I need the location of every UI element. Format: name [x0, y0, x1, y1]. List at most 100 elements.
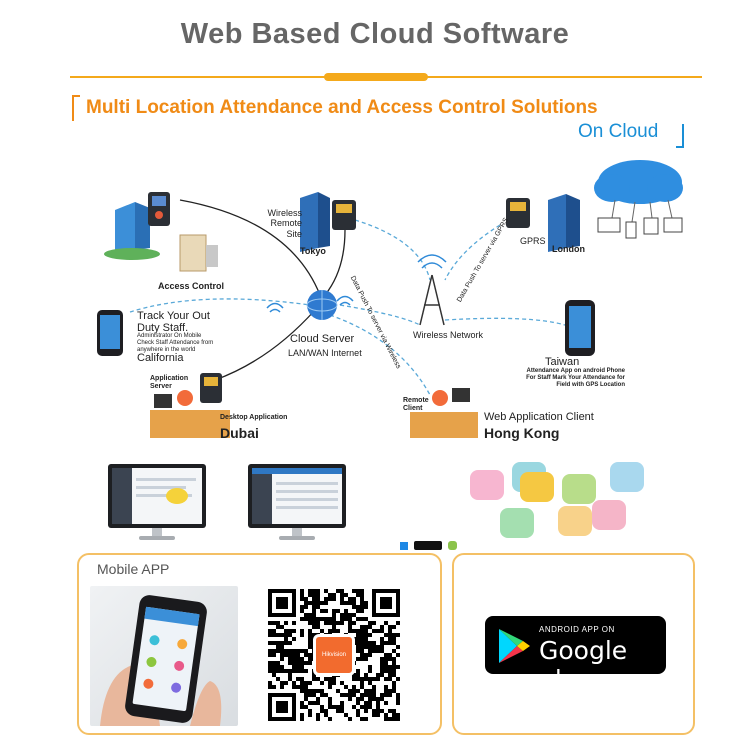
qr-module [304, 653, 308, 657]
qr-module [380, 665, 384, 669]
qr-module [368, 641, 372, 645]
qr-module [308, 657, 312, 661]
qr-module [308, 621, 312, 625]
qr-module [356, 593, 360, 597]
qr-module [268, 621, 272, 625]
qr-module [388, 709, 392, 713]
qr-module [300, 681, 304, 685]
qr-module [364, 701, 368, 705]
dubai-desk-icon [150, 373, 230, 438]
qr-module [292, 637, 296, 641]
google-play-logo-icon [499, 629, 530, 663]
qr-module [384, 701, 388, 705]
qr-module [352, 597, 356, 601]
qr-module [300, 701, 304, 705]
qr-module [356, 645, 360, 649]
wifi-signal-icon [266, 295, 354, 313]
qr-module [396, 621, 400, 625]
qr-module [368, 649, 372, 653]
qr-module [332, 621, 336, 625]
qr-module [304, 705, 308, 709]
door-icon [179, 234, 218, 272]
google-play-badge[interactable]: ANDROID APP ON Google play [485, 616, 666, 694]
qr-module [312, 589, 316, 593]
qr-module [372, 689, 376, 693]
qr-module [332, 677, 336, 681]
qr-module [384, 657, 388, 661]
qr-module [304, 681, 308, 685]
qr-module [364, 693, 368, 697]
qr-code[interactable]: Hikvision [268, 589, 400, 721]
qr-module [396, 653, 400, 657]
qr-module [368, 697, 372, 701]
qr-module [292, 657, 296, 661]
qr-module [344, 693, 348, 697]
hongkong-desk-icon [410, 388, 478, 438]
qr-module [356, 657, 360, 661]
qr-module [352, 673, 356, 677]
qr-module [344, 713, 348, 717]
qr-module [368, 633, 372, 637]
qr-module [320, 681, 324, 685]
qr-module [316, 689, 320, 693]
qr-module [296, 665, 300, 669]
link-cloud-to-wireless [339, 304, 421, 326]
qr-module [340, 701, 344, 705]
qr-module [328, 705, 332, 709]
qr-module [336, 629, 340, 633]
qr-module [340, 593, 344, 597]
monitor-2-row [276, 482, 338, 485]
label-cloud-server: Cloud Server [290, 333, 355, 345]
diagram-title: Multi Location Attendance and Access Con… [86, 97, 598, 118]
qr-module [360, 641, 364, 645]
qr-module [360, 625, 364, 629]
qr-module [352, 689, 356, 693]
qr-module [268, 669, 272, 673]
label-desktop-application: Desktop Application [220, 414, 288, 421]
qr-module [360, 685, 364, 689]
qr-module [288, 653, 292, 657]
qr-module [360, 649, 364, 653]
qr-module [300, 609, 304, 613]
qr-module [344, 609, 348, 613]
link-london-arc [444, 224, 501, 281]
app-icon-pink-2 [592, 500, 626, 530]
title-bracket-right [676, 124, 684, 148]
link-cloud-to-dubai [214, 309, 316, 381]
qr-module [272, 665, 276, 669]
qr-module [312, 701, 316, 705]
qr-module [340, 589, 344, 593]
qr-module [328, 677, 332, 681]
qr-module [368, 621, 372, 625]
qr-module [364, 633, 368, 637]
link-access-control-to-cloud [179, 199, 321, 296]
qr-module [304, 697, 308, 701]
qr-module [352, 589, 356, 593]
qr-module [308, 689, 312, 693]
qr-module [304, 661, 308, 665]
qr-module [384, 669, 388, 673]
qr-module [384, 685, 388, 689]
qr-module [356, 605, 360, 609]
qr-module [308, 633, 312, 637]
tokyo-terminal-icon [332, 200, 356, 230]
link-cloud-to-hongkong [329, 314, 431, 396]
qr-module [380, 661, 384, 665]
qr-finder-pattern [276, 597, 288, 609]
qr-module [340, 601, 344, 605]
app-icon-orange [558, 506, 592, 536]
qr-module [360, 637, 364, 641]
qr-module [304, 689, 308, 693]
qr-module [304, 693, 308, 697]
title-bracket-left [72, 95, 80, 121]
qr-module [300, 617, 304, 621]
qr-module [288, 669, 292, 673]
qr-module [384, 677, 388, 681]
qr-module [308, 693, 312, 697]
qr-module [280, 633, 284, 637]
qr-module [328, 685, 332, 689]
qr-module [312, 693, 316, 697]
qr-module [308, 709, 312, 713]
qr-module [372, 645, 376, 649]
monitor-1-frame [108, 464, 206, 528]
